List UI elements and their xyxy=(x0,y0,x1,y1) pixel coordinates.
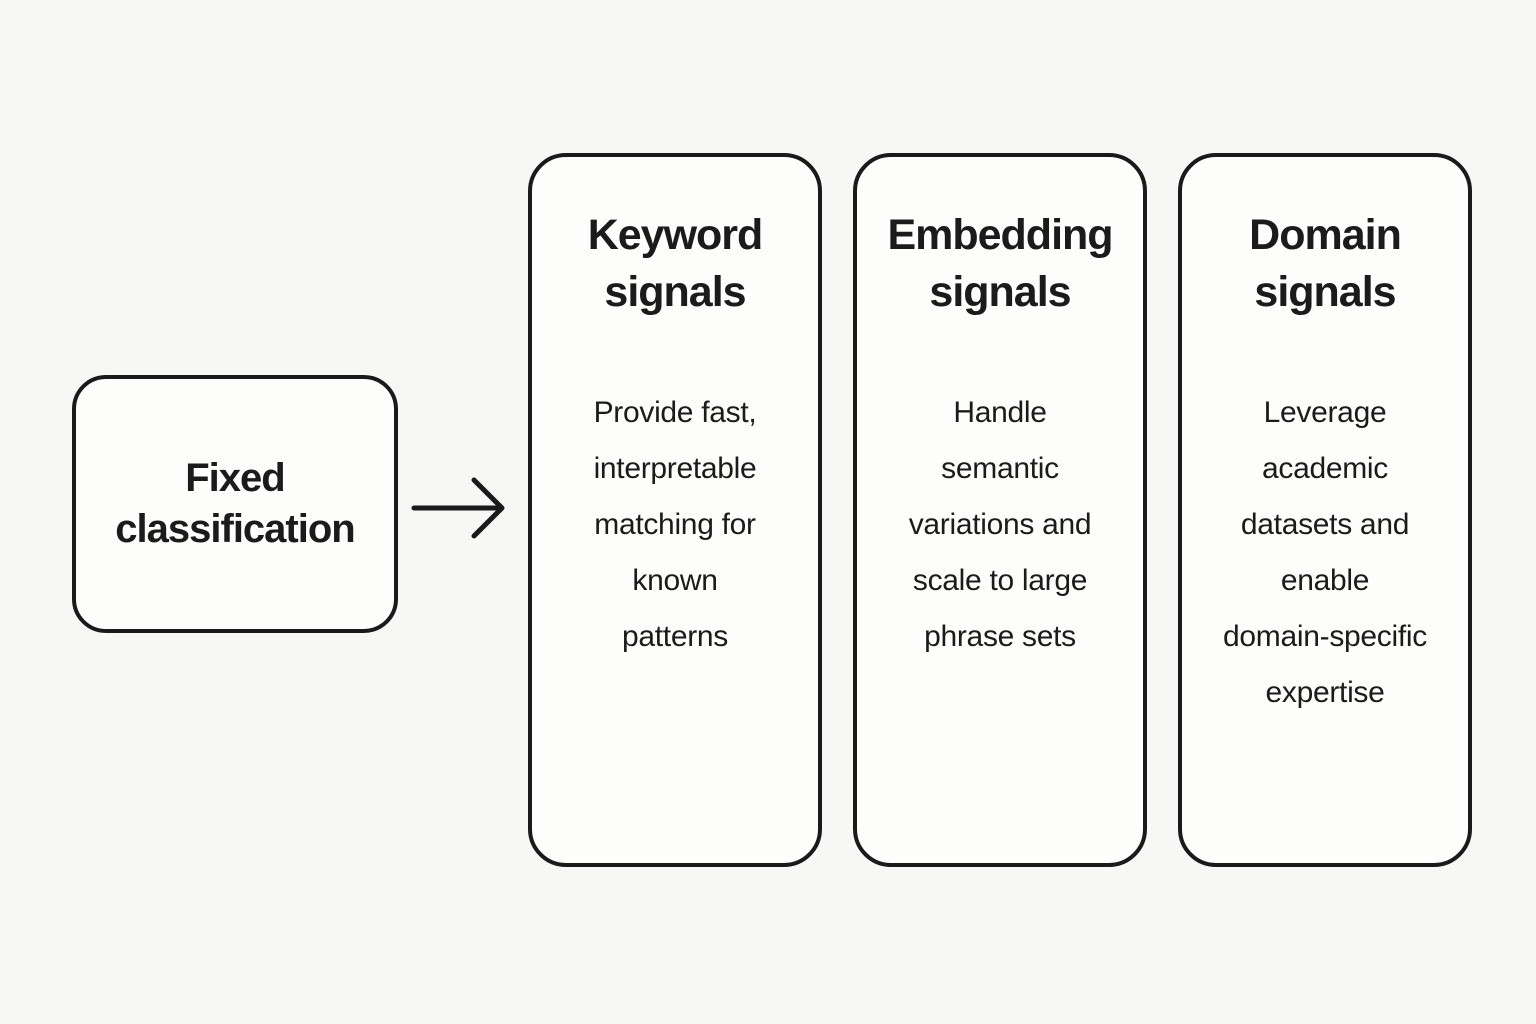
keyword-signals-description: Provide fast, interpretable matching for… xyxy=(593,395,757,653)
embedding-signals-description: Handle semantic variations and scale to … xyxy=(908,395,1092,653)
card-domain-signals: Domain signals Leverage academic dataset… xyxy=(1178,153,1472,867)
embedding-signals-title: Embedding signals xyxy=(887,211,1113,316)
domain-signals-description: Leverage academic datasets and enable do… xyxy=(1223,395,1427,709)
keyword-signals-title: Keyword signals xyxy=(587,211,764,316)
domain-signals-title: Domain signals xyxy=(1249,211,1402,316)
card-embedding-signals: Embedding signals Handle semantic variat… xyxy=(853,153,1147,867)
card-keyword-signals: Keyword signals Provide fast, interpreta… xyxy=(528,153,822,867)
arrow-right-icon xyxy=(411,477,505,539)
fixed-classification-label: Fixed classification xyxy=(115,455,355,551)
fixed-classification-node: Fixed classification xyxy=(72,375,398,633)
